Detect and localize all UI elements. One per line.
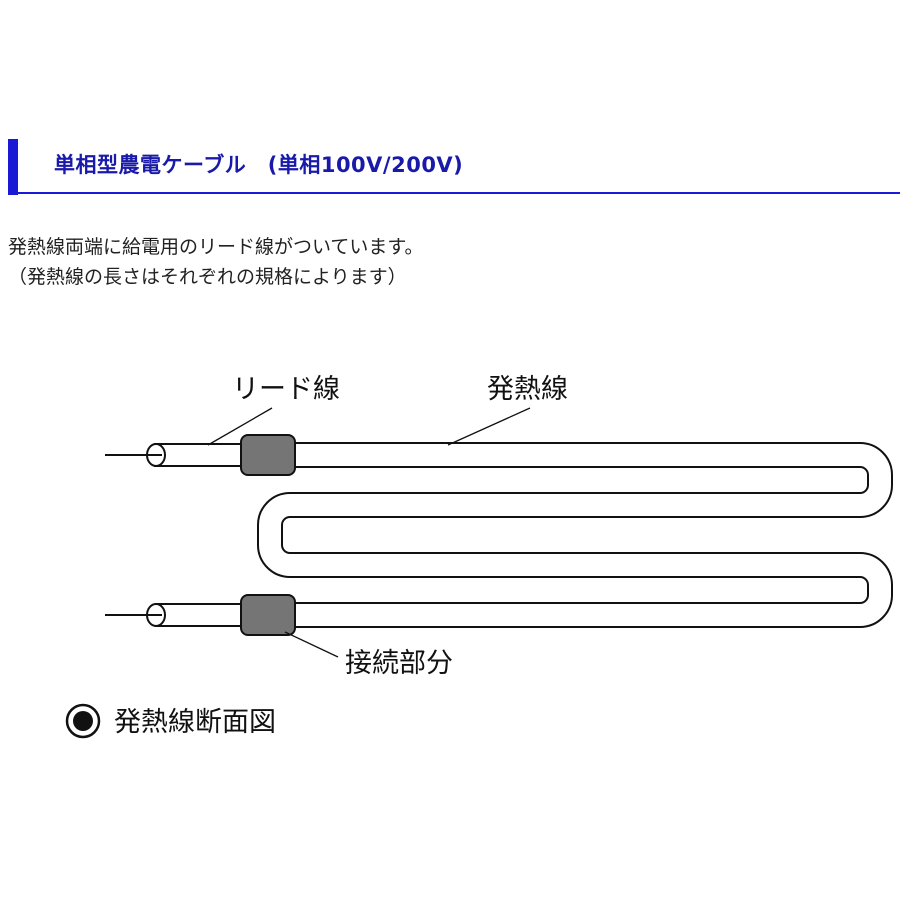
heating-wire [240, 442, 893, 628]
header-accent-bar [8, 139, 18, 195]
description-line-2: （発熱線の長さはそれぞれの規格によります） [8, 266, 407, 288]
section-header: 単相型農電ケーブル (単相100V/200V) [8, 139, 900, 195]
heating-wire-core [240, 444, 891, 626]
legend-text: 発熱線断面図 [114, 707, 276, 738]
header-underline [8, 192, 900, 194]
heating-wire-label: 発熱線 [487, 374, 568, 405]
connection-leader [284, 631, 339, 658]
lead-wire-top [105, 443, 256, 467]
description: 発熱線両端に給電用のリード線がついています。 （発熱線の長さはそれぞれの規格によ… [8, 232, 424, 292]
heating-wire-outline [240, 442, 893, 628]
connection-label: 接続部分 [345, 648, 453, 679]
connection-block-bottom [240, 594, 296, 636]
connection-block-top [240, 434, 296, 476]
heating-cable-diagram: リード線 発熱線 接続部分 発熱線断面図 [65, 374, 893, 739]
heating-wire-leader [447, 407, 531, 446]
lead-wire-label: リード線 [232, 374, 340, 405]
description-line-1: 発熱線両端に給電用のリード線がついています。 [8, 236, 424, 258]
lead-wire-leader [207, 407, 273, 446]
cross-section-legend: 発熱線断面図 [65, 703, 276, 739]
lead-wire-bottom [105, 603, 256, 627]
legend-marker-inner [73, 711, 93, 731]
section-title: 単相型農電ケーブル (単相100V/200V) [54, 153, 464, 177]
